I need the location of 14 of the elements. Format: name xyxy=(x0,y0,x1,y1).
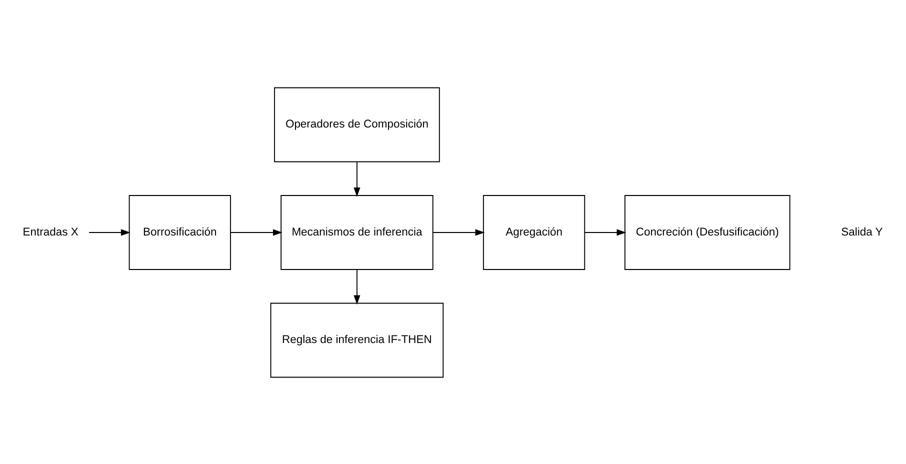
node-box: Reglas de inferencia IF-THEN xyxy=(270,302,444,378)
arrow xyxy=(88,228,130,236)
node-box: Mecanismos de inferencia xyxy=(280,194,434,270)
node-box: Concreción (Desfusificación) xyxy=(624,194,790,270)
node-box: Agregación xyxy=(482,194,586,270)
node-text: Entradas X xyxy=(22,226,78,238)
arrow xyxy=(354,160,360,196)
arrow xyxy=(354,268,360,304)
node-box: Operadores de Composición xyxy=(274,86,440,162)
arrow xyxy=(230,228,282,236)
node-box: Borrosificación xyxy=(128,194,231,270)
arrow xyxy=(584,228,626,236)
label: Salida Y xyxy=(841,226,883,238)
arrow xyxy=(432,228,485,236)
